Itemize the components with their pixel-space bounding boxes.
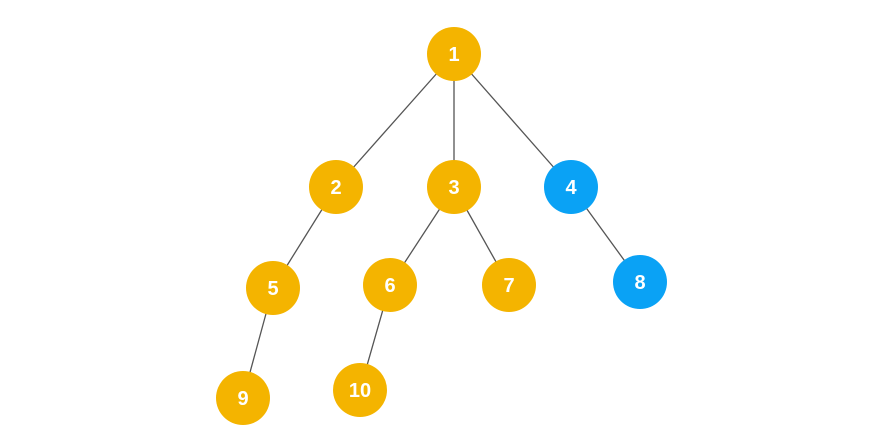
node-label-7: 7 bbox=[503, 275, 514, 297]
node-6: 6 bbox=[363, 258, 417, 312]
node-circle-1 bbox=[427, 27, 481, 81]
node-1: 1 bbox=[427, 27, 481, 81]
node-label-6: 6 bbox=[384, 275, 395, 297]
node-label-10: 10 bbox=[349, 380, 371, 402]
edge-1-4 bbox=[453, 53, 572, 188]
node-circle-4 bbox=[544, 160, 598, 214]
edges-layer bbox=[242, 53, 641, 399]
node-circle-2 bbox=[309, 160, 363, 214]
node-label-9: 9 bbox=[237, 388, 248, 410]
nodes-layer: 1 2 3 4 5 6 7 8 9 10 bbox=[216, 27, 667, 425]
node-2: 2 bbox=[309, 160, 363, 214]
node-circle-5 bbox=[246, 261, 300, 315]
node-circle-7 bbox=[482, 258, 536, 312]
node-label-8: 8 bbox=[634, 272, 645, 294]
node-circle-8 bbox=[613, 255, 667, 309]
node-10: 10 bbox=[333, 363, 387, 417]
node-4: 4 bbox=[544, 160, 598, 214]
node-label-2: 2 bbox=[330, 177, 341, 199]
node-label-3: 3 bbox=[448, 177, 459, 199]
node-9: 9 bbox=[216, 371, 270, 425]
node-label-4: 4 bbox=[565, 177, 577, 199]
node-label-1: 1 bbox=[448, 44, 459, 66]
node-label-5: 5 bbox=[267, 278, 278, 300]
node-5: 5 bbox=[246, 261, 300, 315]
node-circle-6 bbox=[363, 258, 417, 312]
node-circle-3 bbox=[427, 160, 481, 214]
node-circle-9 bbox=[216, 371, 270, 425]
node-3: 3 bbox=[427, 160, 481, 214]
node-8: 8 bbox=[613, 255, 667, 309]
node-circle-10 bbox=[333, 363, 387, 417]
edge-1-2 bbox=[335, 53, 455, 188]
node-7: 7 bbox=[482, 258, 536, 312]
